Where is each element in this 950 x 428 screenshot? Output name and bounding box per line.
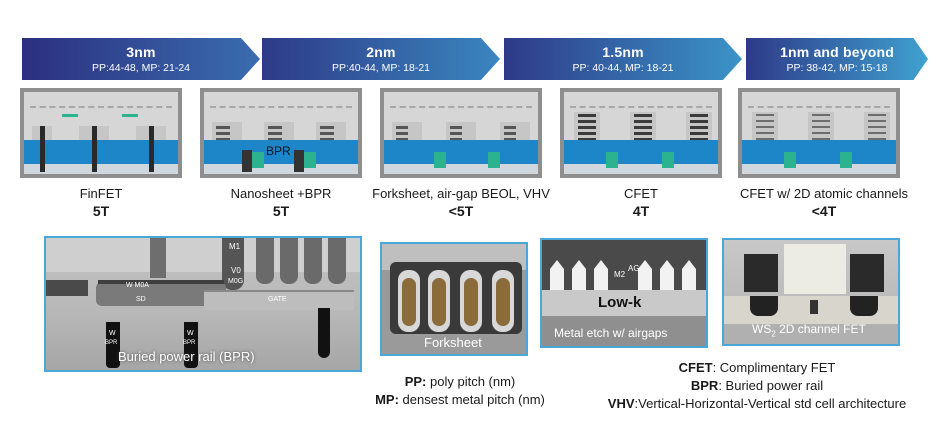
track-count: 5T (272, 203, 290, 219)
node-title: 1nm and beyond (779, 44, 895, 60)
node-pitch: PP: 38-42, MP: 15-18 (786, 62, 888, 74)
low-k-label: Low-k (598, 294, 642, 311)
m1-label: M1 (229, 242, 241, 251)
forksheet-schematic (380, 88, 542, 178)
track-count: <5T (448, 203, 474, 219)
track-count: 5T (92, 203, 110, 219)
metal-etch-caption: Metal etch w/ airgaps (554, 326, 668, 340)
metal-etch-micrograph: M2 AG Low-k Metal etch w/ airgaps (540, 238, 708, 348)
ws2-micrograph: WS2 2D channel FET (722, 238, 900, 346)
device-name: FinFET (79, 186, 123, 201)
device-name: Forksheet, air-gap BEOL, VHV (372, 186, 550, 201)
forksheet-caption: Forksheet (424, 335, 482, 350)
track-count: <4T (811, 203, 837, 219)
finfet-schematic (20, 88, 182, 178)
bpr-label-1: BPR (105, 340, 118, 346)
cfet-2d-schematic (738, 88, 900, 178)
ag-label: AG (628, 264, 640, 273)
m0g-label: M0G (228, 278, 244, 285)
m2-label: M2 (614, 270, 626, 279)
ws2-caption-sub: 2 (771, 329, 776, 338)
bpr-micrograph: M1 V0 M0G W M0A SD GATE W BPR W BPR Buri… (44, 236, 362, 372)
finfet-label: FinFET 5T (20, 186, 182, 219)
gate-label: GATE (268, 296, 287, 303)
device-name: CFET w/ 2D atomic channels (739, 186, 909, 201)
device-name: Nanosheet +BPR (230, 186, 332, 201)
track-count: 4T (632, 203, 650, 219)
legend-bpr: BPR: Buried power rail (690, 378, 824, 393)
node-pitch: PP:44-48, MP: 21-24 (91, 62, 191, 74)
node-header-3nm: 3nm PP:44-48, MP: 21-24 (22, 38, 260, 80)
wm0a-label: W M0A (126, 282, 149, 289)
forksheet-label: Forksheet, air-gap BEOL, VHV <5T (368, 186, 554, 219)
ws2-caption-suffix: 2D channel FET (775, 321, 866, 336)
node-pitch: PP: 40-44, MP: 18-21 (572, 62, 674, 74)
legend-mp: MP: densest metal pitch (nm) (375, 392, 545, 407)
nanosheet-bpr-schematic: BPR (200, 88, 362, 178)
nanosheet-label: Nanosheet +BPR 5T (200, 186, 362, 219)
w-label-2: W (187, 330, 194, 337)
abbrev-legend: CFET: Complimentary FET BPR: Buried powe… (586, 360, 928, 411)
node-title: 2nm (366, 44, 396, 60)
node-header-1.5nm: 1.5nm PP: 40-44, MP: 18-21 (504, 38, 742, 80)
node-header-1nm: 1nm and beyond PP: 38-42, MP: 15-18 (746, 38, 928, 80)
cfet-2d-label: CFET w/ 2D atomic channels <4T (718, 186, 930, 219)
legend-pp: PP: poly pitch (nm) (404, 374, 516, 389)
ws2-caption: WS2 2D channel FET (752, 322, 866, 338)
bpr-inset-label: BPR (266, 144, 291, 158)
v0-label: V0 (231, 266, 241, 275)
node-header-2nm: 2nm PP:40-44, MP: 18-21 (262, 38, 500, 80)
w-label-1: W (109, 330, 116, 337)
cfet-schematic (560, 88, 722, 178)
cfet-label: CFET 4T (560, 186, 722, 219)
sd-label: SD (136, 296, 146, 303)
ws2-caption-prefix: WS (752, 321, 772, 336)
bpr-caption: Buried power rail (BPR) (118, 349, 255, 364)
pitch-legend: PP: poly pitch (nm) MP: densest metal pi… (340, 374, 580, 407)
legend-cfet: CFET: Complimentary FET (678, 360, 836, 375)
node-pitch: PP:40-44, MP: 18-21 (331, 62, 431, 74)
node-title: 1.5nm (602, 44, 644, 60)
device-name: CFET (624, 186, 658, 201)
legend-vhv: VHV:Vertical-Horizontal-Vertical std cel… (607, 396, 907, 411)
node-title: 3nm (126, 44, 156, 60)
bpr-label-2: BPR (183, 340, 196, 346)
forksheet-micrograph: Forksheet (380, 242, 528, 356)
